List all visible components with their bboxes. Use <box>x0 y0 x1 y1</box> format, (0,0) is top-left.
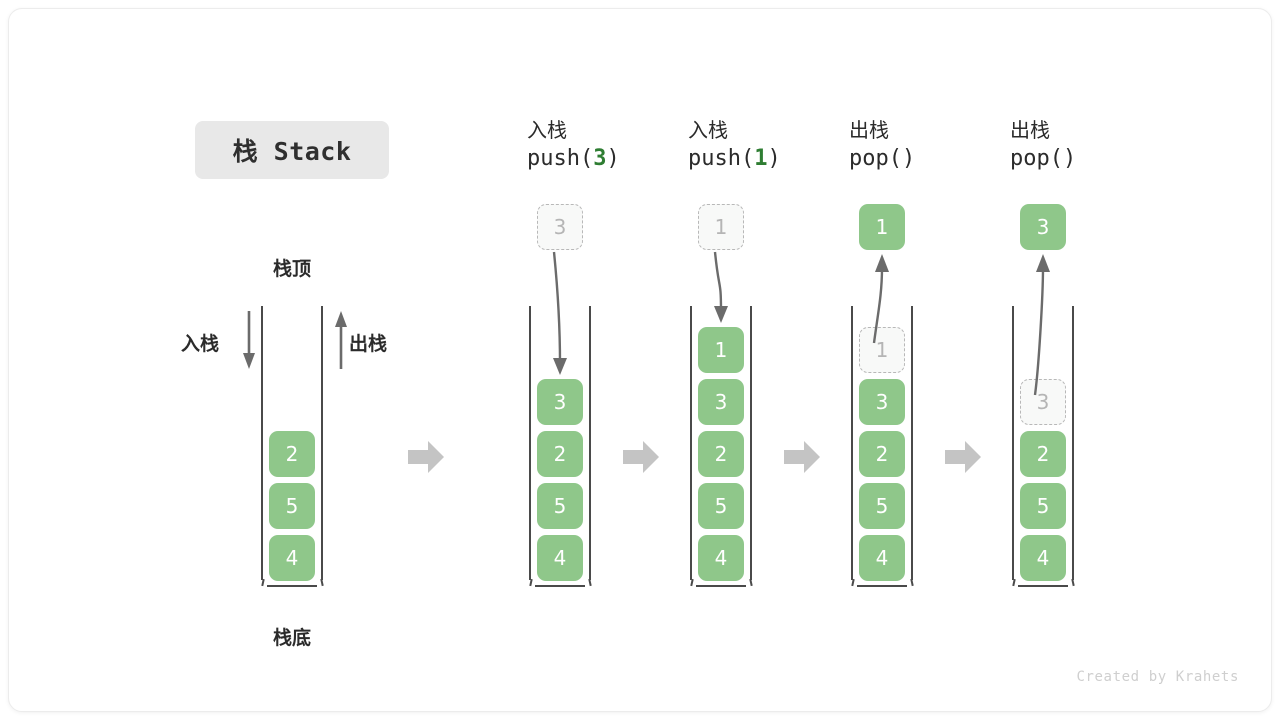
column-header-pop-1: 出栈 pop() <box>849 117 1009 175</box>
column-operation-label: 出栈 <box>1010 118 1050 142</box>
pending-push-cell: 3 <box>537 204 583 250</box>
stack-floor <box>535 585 585 587</box>
stack-floor-corner-left <box>528 578 532 587</box>
stack-cell: 3 <box>537 379 583 425</box>
step-arrow-icon <box>408 441 444 473</box>
stack-floor-corner-left <box>1011 578 1015 587</box>
step-arrow-icon <box>783 441 820 473</box>
column-operation-label: 出栈 <box>849 118 889 142</box>
stack-cell: 2 <box>537 431 583 477</box>
stack-cell: 1 <box>698 327 744 373</box>
stack-container-initial <box>260 306 324 587</box>
push-down-arrow-icon <box>243 311 255 369</box>
column-header-push-3: 入栈 push(3) <box>527 117 687 175</box>
stack-floor <box>267 585 317 587</box>
pop-up-arrow-icon <box>335 311 347 369</box>
stack-floor <box>696 585 746 587</box>
stack-cell: 4 <box>1020 535 1066 581</box>
stack-cell: 2 <box>269 431 315 477</box>
pending-push-cell: 1 <box>698 204 744 250</box>
step-arrow-icon <box>622 441 659 473</box>
stack-cell: 5 <box>698 483 744 529</box>
pop-curve-arrow-icon <box>872 254 889 344</box>
stack-title-badge: 栈 Stack <box>195 121 389 179</box>
stack-cell: 4 <box>537 535 583 581</box>
stack-floor-corner-left <box>260 578 264 587</box>
push-curve-arrow-icon <box>552 251 567 375</box>
stack-cell-removed: 1 <box>859 327 905 373</box>
popped-cell: 3 <box>1020 204 1066 250</box>
stack-wall-left <box>1012 306 1014 580</box>
stack-wall-right <box>1072 306 1074 580</box>
stack-wall-right <box>750 306 752 580</box>
stack-wall-left <box>261 306 263 580</box>
stack-cell: 4 <box>698 535 744 581</box>
stack-cell: 5 <box>1020 483 1066 529</box>
stack-wall-left <box>529 306 531 580</box>
column-operation-label: 入栈 <box>527 118 567 142</box>
operation-argument: 1 <box>754 146 768 171</box>
column-operation-code: push(3) <box>527 146 620 171</box>
column-header-pop-3: 出栈 pop() <box>1010 117 1170 175</box>
stack-cell: 3 <box>859 379 905 425</box>
stack-cell-removed: 3 <box>1020 379 1066 425</box>
stack-wall-left <box>851 306 853 580</box>
stack-wall-right <box>321 306 323 580</box>
stack-container-push-1 <box>689 306 753 587</box>
stack-floor <box>857 585 907 587</box>
stack-wall-right <box>911 306 913 580</box>
stack-cell: 2 <box>1020 431 1066 477</box>
operation-argument: 3 <box>593 146 607 171</box>
stack-bottom-label: 栈底 <box>272 627 311 649</box>
column-operation-code: pop() <box>849 146 916 171</box>
stack-wall-left <box>690 306 692 580</box>
stack-cell: 2 <box>698 431 744 477</box>
stack-cell: 5 <box>859 483 905 529</box>
stack-cell: 3 <box>698 379 744 425</box>
stack-top-label: 栈顶 <box>272 258 311 280</box>
push-direction-label: 入栈 <box>181 333 220 355</box>
pop-curve-arrow-icon <box>1033 254 1050 396</box>
stack-floor <box>1018 585 1068 587</box>
stack-cell: 5 <box>537 483 583 529</box>
stack-container-pop-1 <box>850 306 914 587</box>
watermark: Created by Krahets <box>1076 669 1239 685</box>
stack-container-push-3 <box>528 306 592 587</box>
stack-floor-corner-left <box>689 578 693 587</box>
column-operation-label: 入栈 <box>688 118 728 142</box>
column-header-push-1: 入栈 push(1) <box>688 117 848 175</box>
push-curve-arrow-icon <box>713 251 728 323</box>
step-arrow-icon <box>944 441 981 473</box>
stack-container-pop-3 <box>1011 306 1075 587</box>
stack-cell: 4 <box>269 535 315 581</box>
pop-direction-label: 出栈 <box>349 333 388 355</box>
stack-cell: 2 <box>859 431 905 477</box>
stack-cell: 5 <box>269 483 315 529</box>
popped-cell: 1 <box>859 204 905 250</box>
stack-floor-corner-left <box>850 578 854 587</box>
stack-wall-right <box>589 306 591 580</box>
column-operation-code: pop() <box>1010 146 1077 171</box>
column-operation-code: push(1) <box>688 146 781 171</box>
stack-cell: 4 <box>859 535 905 581</box>
